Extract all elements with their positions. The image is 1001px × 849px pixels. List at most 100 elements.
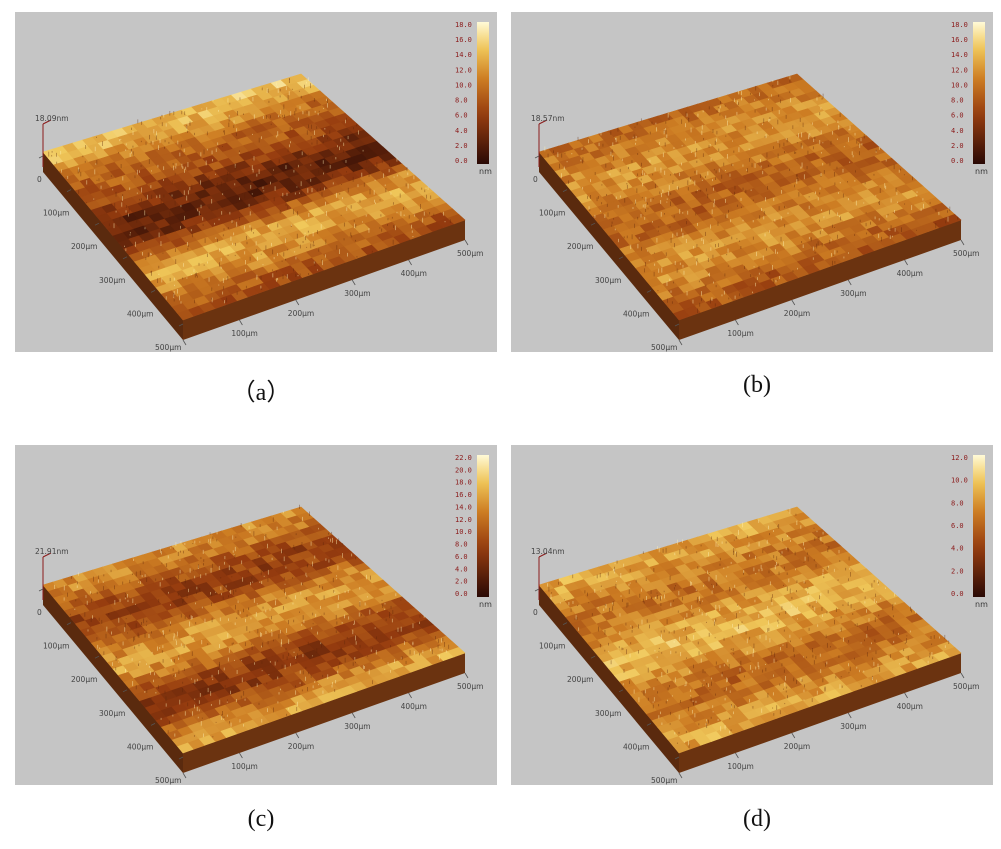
afm-surface-plot: 18.09nm0100µm200µm300µm400µm500µm100µm20… xyxy=(35,21,492,352)
colorbar-tick: 4.0 xyxy=(951,127,964,135)
surface-side-right xyxy=(679,220,961,340)
surface-mesh xyxy=(42,73,466,321)
surface-side-left xyxy=(43,585,183,773)
axis-tick-right: 300µm xyxy=(344,722,370,731)
colorbar-tick: 4.0 xyxy=(455,565,468,573)
colorbar-tick: 0.0 xyxy=(455,157,468,165)
colorbar-tick: 4.0 xyxy=(951,545,964,553)
colorbar-tick: 2.0 xyxy=(455,142,468,150)
colorbar-tick: 18.0 xyxy=(951,21,968,29)
axis-tick-right: 300µm xyxy=(840,722,866,731)
surface-side-left xyxy=(539,152,679,340)
axis-tick-right: 200µm xyxy=(784,309,810,318)
surface-side-right xyxy=(183,653,465,773)
axis-tick-left: 400µm xyxy=(623,742,649,751)
colorbar-unit: nm xyxy=(975,167,988,176)
surface-side-left xyxy=(43,152,183,340)
surface-side-left xyxy=(539,585,679,773)
surface-side-right xyxy=(183,220,465,340)
axis-tick-left: 100µm xyxy=(43,209,69,218)
surface-texture xyxy=(547,508,950,748)
colorbar-tick: 20.0 xyxy=(455,466,472,474)
axis-tick-left: 100µm xyxy=(539,642,565,651)
axis-tick-left: 200µm xyxy=(71,242,97,251)
colorbar-tick: 10.0 xyxy=(951,477,968,485)
axis-tick-left: 300µm xyxy=(595,709,621,718)
axis-tick-left: 400µm xyxy=(127,742,153,751)
axis-tick-left: 200µm xyxy=(71,675,97,684)
colorbar-tick: 16.0 xyxy=(951,36,968,44)
axis-tick-left: 0 xyxy=(37,175,42,184)
afm-surface-plot: 18.57nm0100µm200µm300µm400µm500µm100µm20… xyxy=(531,21,988,352)
axis-tick-left: 100µm xyxy=(43,642,69,651)
axis-tick-right: 500µm xyxy=(953,249,979,258)
colorbar-tick: 14.0 xyxy=(455,51,472,59)
colorbar-tick: 10.0 xyxy=(951,81,968,89)
colorbar-tick: 16.0 xyxy=(455,491,472,499)
axis-tick-left: 400µm xyxy=(127,309,153,318)
caption-d: (d) xyxy=(743,806,771,832)
colorbar-tick: 18.0 xyxy=(455,479,472,487)
axis-tick-right: 200µm xyxy=(784,742,810,751)
colorbar-tick: 8.0 xyxy=(951,499,964,507)
axis-tick-left: 500µm xyxy=(651,343,677,352)
axis-tick-left: 400µm xyxy=(623,309,649,318)
axis-tick-left: 300µm xyxy=(99,276,125,285)
axis-tick-right: 300µm xyxy=(840,289,866,298)
colorbar-tick: 12.0 xyxy=(951,66,968,74)
colorbar-tick: 0.0 xyxy=(951,157,964,165)
axis-tick-left: 300µm xyxy=(595,276,621,285)
colorbar-tick: 6.0 xyxy=(951,522,964,530)
axis-tick-left: 500µm xyxy=(155,343,181,352)
axis-tick-left: 0 xyxy=(533,175,538,184)
axis-tick-right: 400µm xyxy=(897,702,923,711)
colorbar xyxy=(477,455,489,597)
axis-tick-left: 300µm xyxy=(99,709,125,718)
colorbar-unit: nm xyxy=(479,600,492,609)
axis-tick-left: 500µm xyxy=(651,776,677,785)
caption-c: (c) xyxy=(247,806,275,832)
axis-tick-left: 100µm xyxy=(539,209,565,218)
axis-tick-left: 200µm xyxy=(567,675,593,684)
colorbar xyxy=(477,22,489,164)
colorbar-tick: 8.0 xyxy=(951,97,964,105)
colorbar-tick: 6.0 xyxy=(455,112,468,120)
axis-tick-left: 0 xyxy=(533,608,538,617)
colorbar-tick: 8.0 xyxy=(455,541,468,549)
axis-tick-right: 500µm xyxy=(953,682,979,691)
colorbar-tick: 22.0 xyxy=(455,454,472,462)
axis-tick-right: 400µm xyxy=(401,702,427,711)
surface-texture xyxy=(54,504,450,738)
axis-tick-left: 500µm xyxy=(155,776,181,785)
afm-surface-plot: 13.04nm0100µm200µm300µm400µm500µm100µm20… xyxy=(531,454,988,785)
colorbar xyxy=(973,455,985,597)
surface-mesh xyxy=(538,73,962,321)
colorbar-tick: 2.0 xyxy=(455,578,468,586)
colorbar xyxy=(973,22,985,164)
afm-surface-plot: 21.91nm0100µm200µm300µm400µm500µm100µm20… xyxy=(35,454,492,785)
axis-tick-right: 200µm xyxy=(288,742,314,751)
colorbar-tick: 0.0 xyxy=(951,590,964,598)
surface-mesh xyxy=(42,506,466,754)
colorbar-tick: 4.0 xyxy=(455,127,468,135)
colorbar-unit: nm xyxy=(479,167,492,176)
colorbar-tick: 12.0 xyxy=(951,454,968,462)
colorbar-tick: 12.0 xyxy=(455,66,472,74)
colorbar-tick: 2.0 xyxy=(951,567,964,575)
axis-tick-right: 100µm xyxy=(231,762,257,771)
axis-tick-right: 200µm xyxy=(288,309,314,318)
colorbar-tick: 6.0 xyxy=(455,553,468,561)
colorbar-tick: 8.0 xyxy=(455,97,468,105)
colorbar-tick: 14.0 xyxy=(455,503,472,511)
z-range-label: 13.04nm xyxy=(531,547,565,556)
axis-tick-right: 300µm xyxy=(344,289,370,298)
axis-tick-left: 0 xyxy=(37,608,42,617)
axis-tick-right: 400µm xyxy=(401,269,427,278)
axis-tick-left: 200µm xyxy=(567,242,593,251)
axis-tick-right: 100µm xyxy=(231,329,257,338)
colorbar-tick: 16.0 xyxy=(455,36,472,44)
surface-side-right xyxy=(679,653,961,773)
